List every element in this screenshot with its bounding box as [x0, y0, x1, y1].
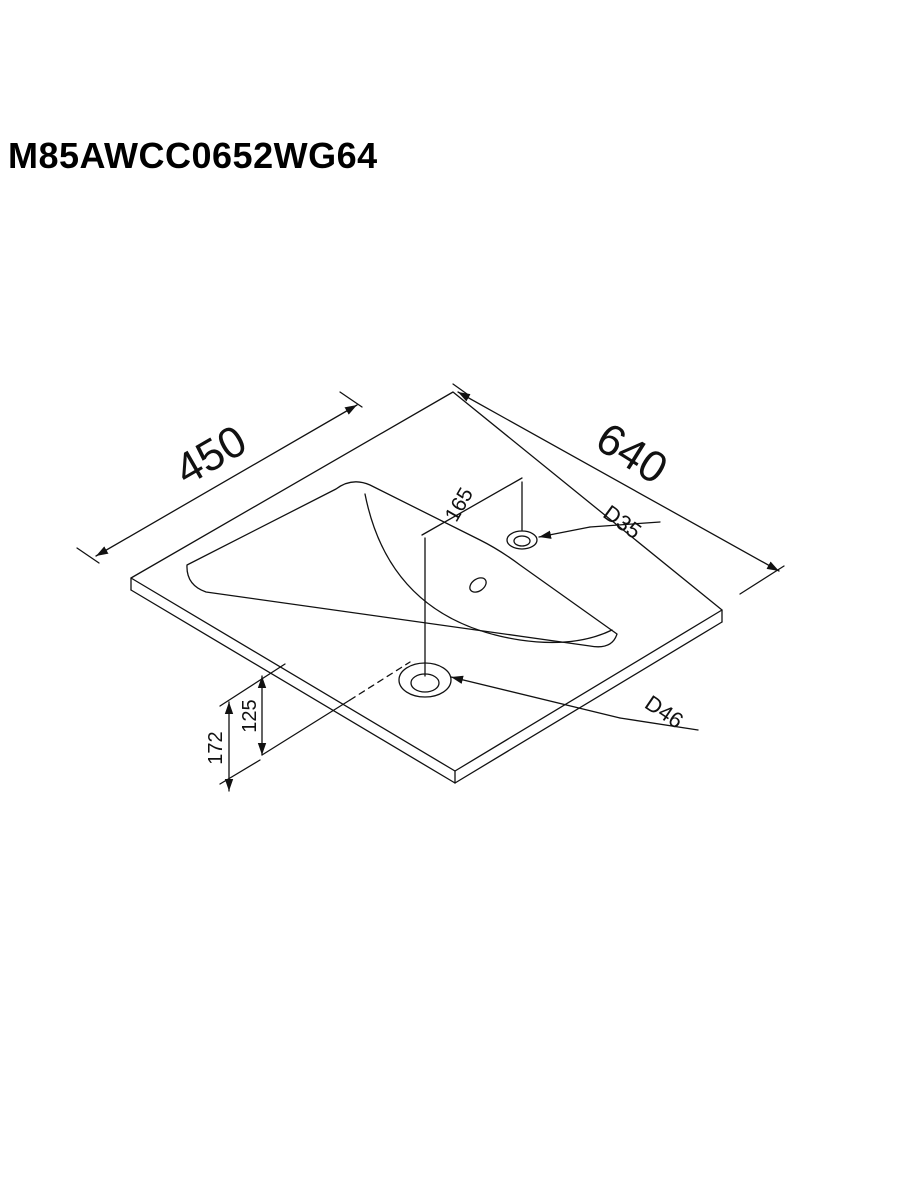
depth-dimension-label: 450	[167, 416, 255, 495]
height-dimension-lines	[219, 661, 411, 792]
faucet-hole-graphic	[506, 530, 538, 550]
total-height-label: 172	[205, 731, 227, 764]
length-dimension-lines	[452, 383, 785, 595]
faucet-hole-leader	[538, 521, 661, 539]
faucet-offset-dimension-lines	[421, 477, 523, 677]
drain-hole-graphic	[398, 662, 452, 698]
drain-height-label: 125	[239, 699, 261, 732]
length-dimension-label: 640	[588, 413, 676, 493]
depth-dimension-lines	[76, 391, 363, 564]
overflow-hole-graphic	[469, 577, 487, 593]
model-code: M85AWCC0652WG64	[8, 135, 378, 176]
drain-hole-leader	[450, 675, 699, 731]
